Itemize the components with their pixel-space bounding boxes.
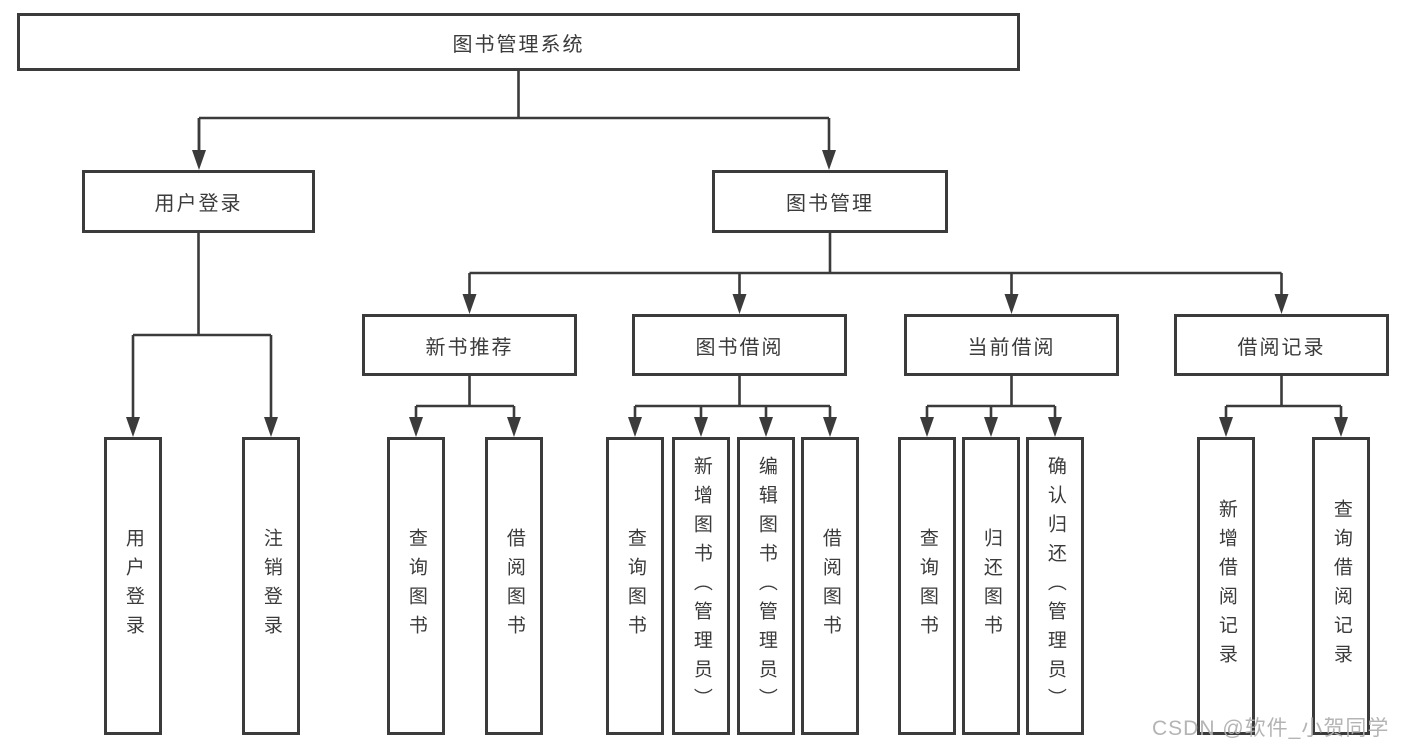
node-current-borrowing-label: 当前借阅 [967,336,1056,359]
node-borrowing-records: 借阅记录 [1174,314,1389,376]
node-current-borrowing: 当前借阅 [904,314,1119,376]
leaf-add-borrow-record: 新增借阅记录 [1197,437,1255,735]
leaf-add-books-admin: 新增图书（管理员） [672,437,730,735]
node-book-borrowing: 图书借阅 [632,314,847,376]
node-user-login-label: 用户登录 [154,193,243,215]
leaf-query-books-recommend: 查询图书 [387,437,445,735]
node-borrowing-records-label: 借阅记录 [1237,336,1326,359]
node-book-borrowing-label: 图书借阅 [695,336,784,359]
node-book-management: 图书管理 [712,170,948,233]
leaf-borrow-books: 借阅图书 [801,437,859,735]
leaf-return-books: 归还图书 [962,437,1020,735]
leaf-query-borrow-record: 查询借阅记录 [1312,437,1370,735]
leaf-logout: 注销登录 [242,437,300,735]
leaf-query-books-borrow: 查询图书 [606,437,664,735]
csdn-watermark: CSDN @软件_小贺同学 [1152,717,1390,740]
leaf-confirm-return-admin: 确认归还（管理员） [1026,437,1084,735]
node-book-management-label: 图书管理 [786,193,874,215]
node-user-login: 用户登录 [82,170,315,233]
node-root-system: 图书管理系统 [17,13,1020,71]
node-root-label: 图书管理系统 [452,33,585,56]
leaf-edit-books-admin: 编辑图书（管理员） [737,437,795,735]
leaf-query-books-current: 查询图书 [898,437,956,735]
node-new-book-recommend: 新书推荐 [362,314,577,376]
node-new-book-recommend-label: 新书推荐 [425,336,514,359]
leaf-borrow-books-recommend: 借阅图书 [485,437,543,735]
leaf-user-login: 用户登录 [104,437,162,735]
